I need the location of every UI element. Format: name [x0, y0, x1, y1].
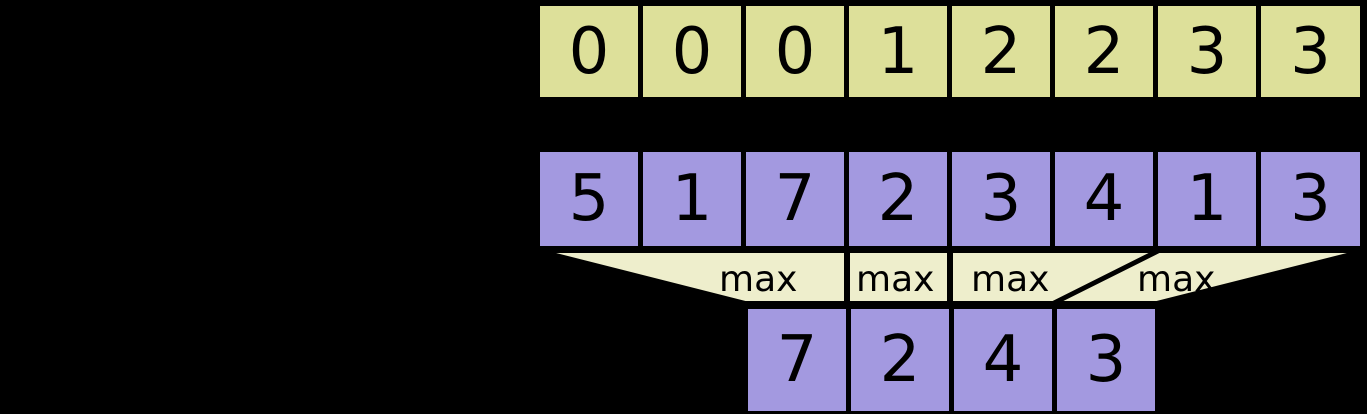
index-cell-1: 0	[640, 3, 744, 100]
output-cell-0: 7	[745, 306, 849, 414]
output-cell-2: 4	[951, 306, 1055, 414]
value-cell-1: 1	[640, 149, 744, 249]
value-cell-5: 4	[1052, 149, 1156, 249]
value-cell-6: 1	[1155, 149, 1259, 249]
index-cell-2: 0	[743, 3, 847, 100]
funnel-label-3: max	[1137, 259, 1216, 300]
index-cell-0: 0	[537, 3, 641, 100]
value-cell-7: 3	[1258, 149, 1363, 249]
index-cell-5: 2	[1052, 3, 1156, 100]
index-cell-7: 3	[1258, 3, 1363, 100]
value-cell-2: 7	[743, 149, 847, 249]
value-cell-4: 3	[949, 149, 1053, 249]
output-cell-3: 3	[1054, 306, 1158, 414]
output-cell-1: 2	[848, 306, 952, 414]
value-cell-0: 5	[537, 149, 641, 249]
value-cell-3: 2	[846, 149, 950, 249]
funnel-label-1: max	[856, 259, 935, 300]
index-cell-4: 2	[949, 3, 1053, 100]
funnel-shape-0	[539, 249, 848, 305]
index-cell-6: 3	[1155, 3, 1259, 100]
funnel-label-2: max	[971, 259, 1050, 300]
funnel-label-0: max	[719, 259, 798, 300]
index-cell-3: 1	[846, 3, 950, 100]
